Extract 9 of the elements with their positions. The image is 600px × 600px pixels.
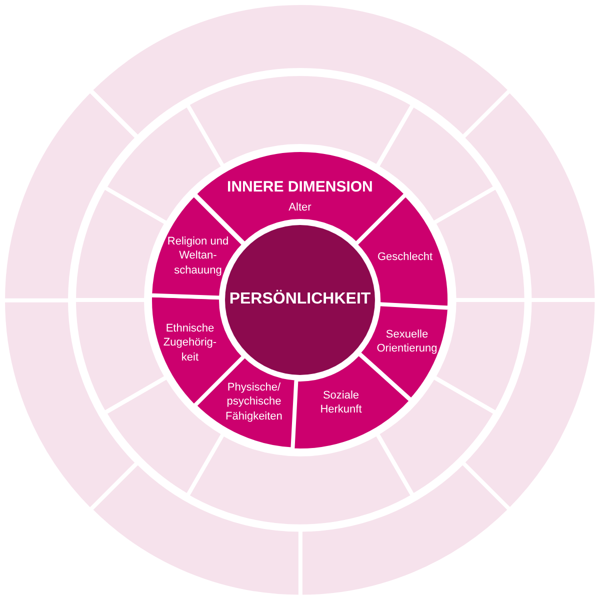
segment-label: Ethnische Zugehörig- keit: [162, 322, 218, 364]
segment-label: Physische/ psychische Fähigkeiten: [224, 380, 284, 424]
segment-label: Alter: [288, 200, 312, 214]
segment-label: Sexuelle Orientierung: [376, 328, 438, 356]
segment-label: Soziale Herkunft: [319, 388, 363, 418]
segment-label: Religion und Weltan- schauung: [166, 234, 229, 278]
segment-label: Geschlecht: [376, 250, 434, 264]
dimension-heading: INNERE DIMENSION: [226, 178, 374, 198]
center-label: PERSÖNLICHKEIT: [228, 290, 372, 310]
